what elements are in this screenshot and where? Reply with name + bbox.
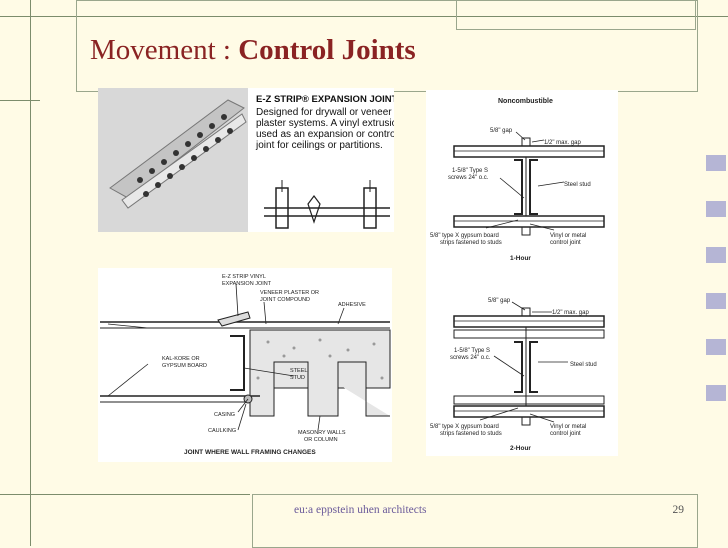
ez-strip-panel: E-Z STRIP® EXPANSION JOINT Designed for … (98, 88, 394, 232)
frame-line-left-bottom (0, 494, 250, 496)
sidebar-block (706, 339, 726, 355)
lower-screws-1: 1-5/8" Type S (454, 348, 490, 354)
label-steel-stud-1: STEEL (290, 368, 307, 374)
sidebar-block (706, 293, 726, 309)
label-veneer-1: VENEER PLASTER OR (260, 290, 319, 296)
upper-screws-2: screws 24" o.c. (448, 175, 489, 181)
framing-caption: JOINT WHERE WALL FRAMING CHANGES (184, 449, 316, 456)
ez-strip-illustration (98, 88, 390, 232)
page-title: Movement : Control Joints (90, 34, 416, 67)
upper-max-gap: 1/2" max. gap (544, 140, 581, 146)
lower-screws-2: screws 24" o.c. (450, 355, 491, 361)
fire-rated-panel: Noncombustible 5/8" gap 1/2" max. gap 1-… (426, 90, 618, 456)
upper-header: Noncombustible (498, 98, 553, 105)
label-masonry-2: OR COLUMN (304, 437, 338, 443)
label-steel-stud-2: STUD (290, 375, 305, 381)
label-ez-strip-2: EXPANSION JOINT (222, 281, 272, 287)
sidebar-block (706, 201, 726, 217)
frame-line-mid (0, 100, 40, 102)
upper-screws-1: 1-5/8" Type S (452, 168, 488, 174)
framing-detail-drawing: E-Z STRIP VINYL EXPANSION JOINT VENEER P… (100, 274, 391, 456)
lower-max-gap: 1/2" max. gap (552, 310, 589, 316)
frame-line-top (0, 16, 728, 18)
upper-board-2: strips fastened to studs (440, 240, 502, 246)
upper-joint-1: Vinyl or metal (550, 233, 586, 239)
title-regular: Movement : (90, 34, 239, 66)
upper-rating: 1-Hour (510, 255, 531, 262)
frame-box-top-right (456, 0, 696, 30)
sidebar-block (706, 385, 726, 401)
right-sidebar-decoration (704, 155, 728, 455)
label-veneer-2: JOINT COMPOUND (260, 297, 310, 303)
ez-strip-heading: E-Z STRIP® EXPANSION JOINT (256, 94, 394, 105)
label-adhesive: ADHESIVE (338, 302, 366, 308)
title-bold: Control Joints (238, 34, 416, 66)
label-ez-strip-1: E-Z STRIP VINYL (222, 274, 266, 280)
label-casing: CASING (214, 412, 235, 418)
label-kal-kore-1: KAL-KORE OR (162, 356, 200, 362)
ez-strip-description: Designed for drywall or veneer plaster s… (256, 107, 394, 151)
footer-credit: eu:a eppstein uhen architects (294, 504, 427, 516)
lower-joint-1: Vinyl or metal (550, 424, 586, 430)
lower-gap: 5/8" gap (488, 298, 511, 304)
lower-board-2: strips fastened to studs (440, 431, 502, 437)
lower-stud: Steel stud (570, 362, 597, 368)
upper-stud: Steel stud (564, 182, 591, 188)
framing-detail-panel: E-Z STRIP VINYL EXPANSION JOINT VENEER P… (98, 268, 392, 462)
sidebar-block (706, 247, 726, 263)
page-number: 29 (672, 504, 685, 516)
label-masonry-1: MASONRY WALLS (298, 430, 346, 436)
sidebar-block (706, 155, 726, 171)
lower-board-1: 5/8" type X gypsum board (430, 424, 499, 430)
footer: eu:a eppstein uhen architects 29 (80, 498, 700, 528)
lower-rating: 2-Hour (510, 445, 531, 452)
upper-gap: 5/8" gap (490, 128, 513, 134)
frame-line-top-left (30, 0, 32, 546)
fire-rated-drawing: Noncombustible 5/8" gap 1/2" max. gap 1-… (430, 98, 605, 452)
label-caulking: CAULKING (208, 428, 236, 434)
upper-joint-2: control joint (550, 240, 581, 246)
ez-strip-text: E-Z STRIP® EXPANSION JOINT Designed for … (256, 94, 394, 151)
label-kal-kore-2: GYPSUM BOARD (162, 363, 207, 369)
upper-board-1: 5/8" type X gypsum board (430, 233, 499, 239)
lower-joint-2: control joint (550, 431, 581, 437)
